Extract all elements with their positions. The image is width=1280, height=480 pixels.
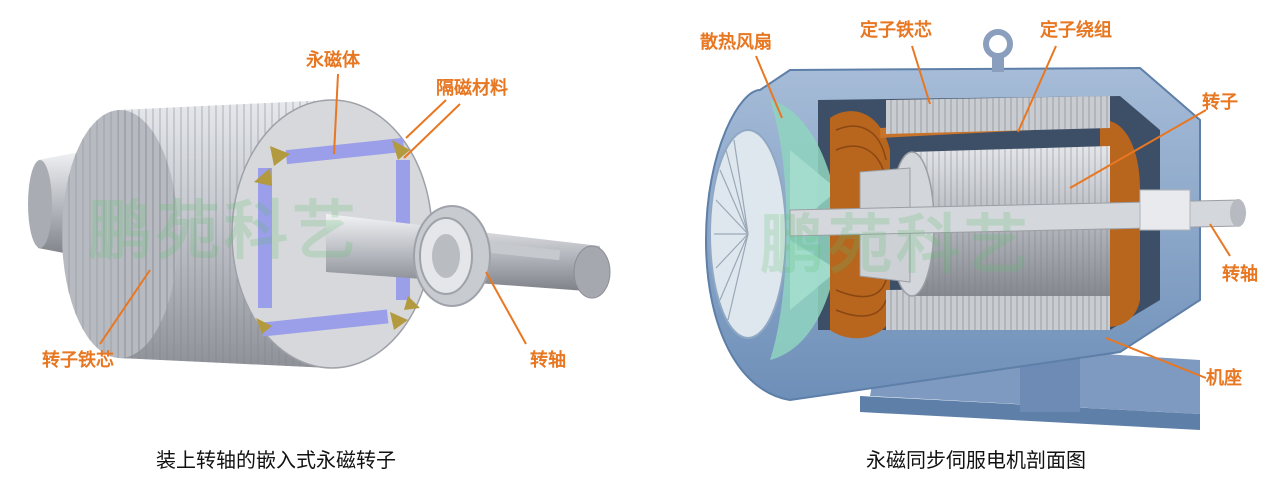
barrier-tr: [392, 140, 410, 160]
barrier-bl: [256, 318, 272, 334]
label-magnetic-barrier: 隔磁材料: [436, 78, 508, 99]
watermark-left: 鹏苑科艺: [88, 195, 360, 269]
right-leader-lines: [755, 45, 1231, 379]
motor-shaft: [789, 189, 1246, 237]
caption-left: 装上转轴的嵌入式永磁转子: [156, 448, 396, 472]
label-stator-core: 定子铁芯: [860, 20, 932, 41]
stator-core: [886, 96, 1110, 330]
motor-cutaway-illustration: [704, 29, 1246, 430]
front-shaft: [326, 205, 611, 307]
label-frame: 机座: [1206, 368, 1242, 389]
barrier-br: [390, 312, 408, 330]
label-cooling-fan: 散热风扇: [700, 32, 772, 53]
barrier-mr: [404, 296, 420, 310]
barrier-ml: [254, 168, 272, 186]
label-stator-winding: 定子绕组: [1040, 20, 1112, 41]
label-permanent-magnet: 永磁体: [306, 50, 360, 71]
rotor-illustration: [28, 73, 611, 369]
magnet-top: [285, 137, 405, 165]
magnet-bottom: [261, 309, 389, 337]
magnet-left: [258, 168, 272, 308]
label-rotor: 转子: [1202, 92, 1238, 113]
label-shaft-right: 转轴: [1222, 264, 1258, 285]
left-leader-lines: [99, 73, 527, 345]
caption-right: 永磁同步伺服电机剖面图: [866, 448, 1086, 472]
label-shaft-left: 转轴: [530, 350, 566, 371]
barrier-tl: [270, 146, 290, 166]
label-rotor-core: 转子铁芯: [42, 350, 114, 371]
watermark-right: 鹏苑科艺: [760, 209, 1032, 283]
